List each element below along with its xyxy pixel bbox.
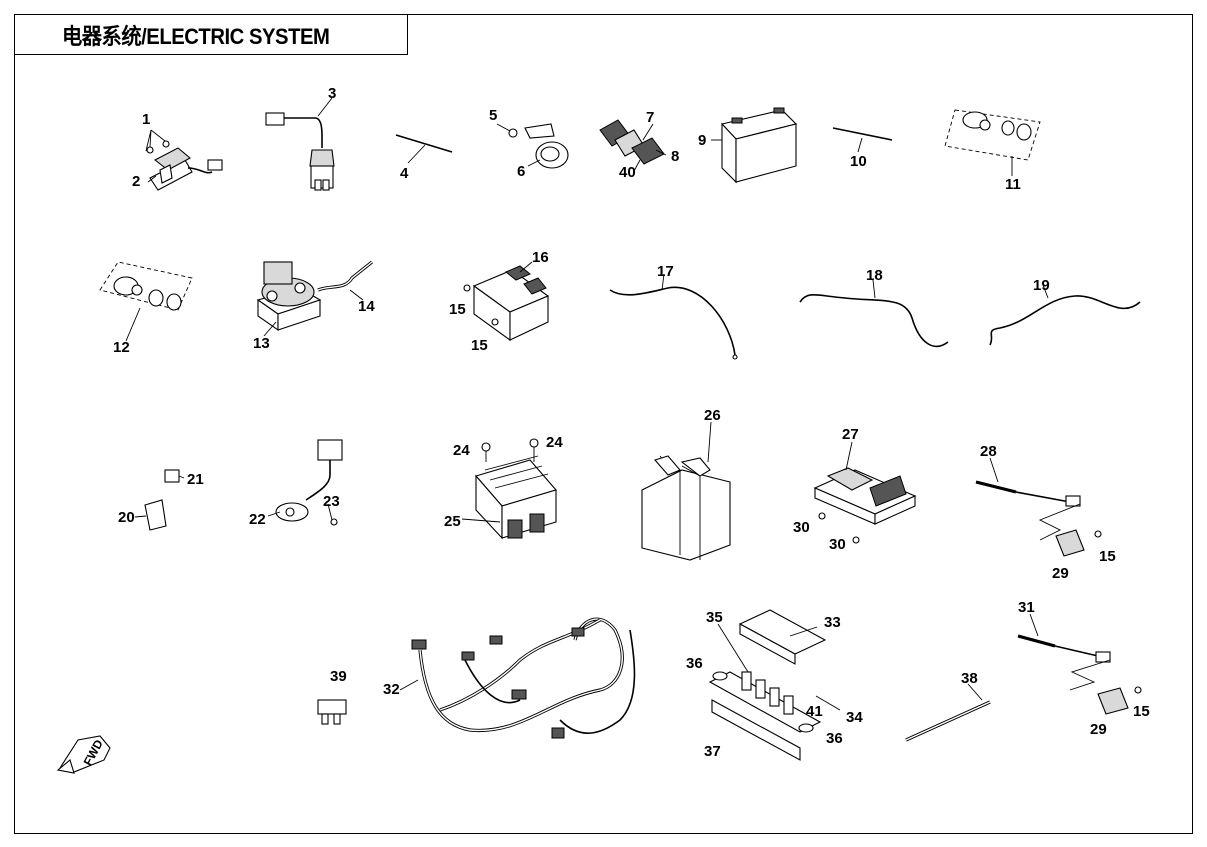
fwd-arrow-icon: FWD <box>56 735 111 774</box>
part-bracket-26 <box>641 421 731 561</box>
part-starter-relay <box>256 260 373 337</box>
part-o2-sensor-28 <box>975 457 1102 557</box>
callout-3: 3 <box>328 85 336 102</box>
part-cable-19 <box>989 284 1141 346</box>
callout-7: 7 <box>646 109 654 126</box>
diagram-frame <box>14 14 1193 834</box>
part-o2-sensor-31 <box>1017 613 1142 715</box>
part-cable-18 <box>799 279 949 348</box>
callout-30: 30 <box>829 536 846 553</box>
callout-29: 29 <box>1052 565 1069 582</box>
callout-6: 6 <box>517 163 525 180</box>
callout-5: 5 <box>489 107 497 124</box>
callout-16: 16 <box>532 249 549 266</box>
callout-15: 15 <box>1133 703 1150 720</box>
part-wiring-harness <box>399 617 636 739</box>
page-title: 电器系统/ELECTRIC SYSTEM <box>62 24 330 49</box>
callout-31: 31 <box>1018 599 1035 616</box>
callout-36: 36 <box>826 730 843 747</box>
part-regulator <box>461 438 557 540</box>
callout-15: 15 <box>471 337 488 354</box>
callout-24: 24 <box>546 434 563 451</box>
callout-41: 41 <box>806 703 823 720</box>
part-fuse-box <box>708 609 841 761</box>
callout-22: 22 <box>249 511 266 528</box>
callout-19: 19 <box>1033 277 1050 294</box>
part-cable-17 <box>609 273 738 360</box>
callout-36: 36 <box>686 655 703 672</box>
title-box <box>14 14 408 55</box>
callout-10: 10 <box>850 153 867 170</box>
callout-33: 33 <box>824 614 841 631</box>
callout-28: 28 <box>980 443 997 460</box>
callout-32: 32 <box>383 681 400 698</box>
part-fuse-39 <box>317 699 347 725</box>
part-sensor-3 <box>265 97 335 191</box>
callout-4: 4 <box>400 165 409 182</box>
callout-17: 17 <box>657 263 674 280</box>
part-ecu <box>813 441 917 544</box>
callout-13: 13 <box>253 335 270 352</box>
part-horn <box>496 123 569 169</box>
callout-39: 39 <box>330 668 347 685</box>
callout-34: 34 <box>846 709 863 726</box>
callout-18: 18 <box>866 267 883 284</box>
part-rod-38 <box>905 683 991 742</box>
part-switch-kit-12 <box>99 261 193 342</box>
callout-11: 11 <box>1005 176 1021 193</box>
callout-24: 24 <box>453 442 470 459</box>
callout-35: 35 <box>706 609 723 626</box>
callout-38: 38 <box>961 670 978 687</box>
callout-15: 15 <box>449 301 466 318</box>
part-speed-sensor <box>267 439 343 526</box>
callout-12: 12 <box>113 339 130 356</box>
callout-40: 40 <box>619 164 636 181</box>
callout-9: 9 <box>698 132 706 149</box>
callout-15: 15 <box>1099 548 1116 565</box>
part-rod-4 <box>395 134 453 164</box>
callout-21: 21 <box>187 471 204 488</box>
part-cdi-unit <box>463 261 550 342</box>
part-relay-20 <box>134 469 185 531</box>
callout-29: 29 <box>1090 721 1107 738</box>
callout-8: 8 <box>671 148 679 165</box>
callout-1: 1 <box>142 111 150 128</box>
callout-25: 25 <box>444 513 461 530</box>
part-battery <box>711 107 798 184</box>
part-relay-bracket <box>145 129 223 191</box>
callout-26: 26 <box>704 407 721 424</box>
part-connector-7-8 <box>599 119 667 172</box>
callout-23: 23 <box>323 493 340 510</box>
callout-37: 37 <box>704 743 721 760</box>
callout-30: 30 <box>793 519 810 536</box>
part-switch-kit-11 <box>944 109 1041 176</box>
callout-27: 27 <box>842 426 859 443</box>
callout-20: 20 <box>118 509 135 526</box>
callout-2: 2 <box>132 173 140 190</box>
callout-14: 14 <box>358 298 375 315</box>
part-rod-10 <box>832 127 893 153</box>
